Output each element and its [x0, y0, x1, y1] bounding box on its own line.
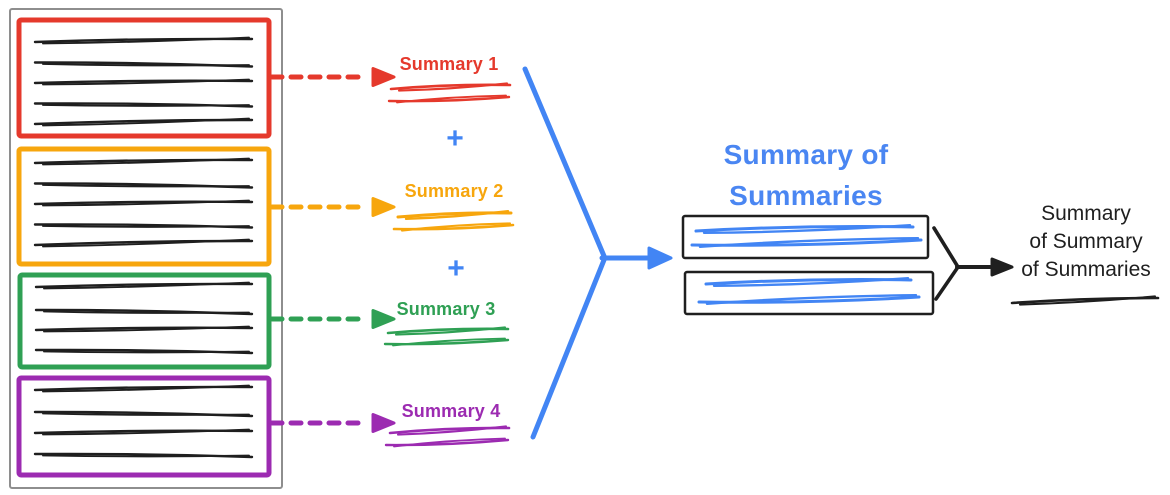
final-summary-title-line-2: of Summary — [1029, 230, 1143, 253]
summary-2-label: Summary 2 — [404, 181, 504, 201]
dashed-arrow-head-1 — [371, 67, 396, 87]
final-summary-title: Summary of Summary of Summaries — [996, 200, 1170, 284]
document-text-line — [43, 281, 250, 290]
documents-frame — [9, 8, 283, 489]
dashed-arrow-head-3 — [371, 309, 396, 329]
summary-2-scribble — [400, 222, 512, 232]
summary-of-summaries-title: Summary of Summaries — [686, 134, 926, 216]
merge-line-top — [522, 66, 607, 259]
document-text-line — [42, 454, 250, 458]
summary-1-scribble — [397, 82, 509, 92]
document-text-line — [42, 428, 250, 436]
final-summary-title-line-3: of Summaries — [1021, 258, 1151, 281]
document-box-3 — [17, 272, 272, 370]
final-bracket-bottom — [934, 265, 960, 301]
document-box-2 — [16, 146, 272, 267]
merge-arrow-head — [647, 246, 673, 270]
summary-3-scribble — [394, 326, 507, 336]
summary-of-summaries-title-line-1: Summary of — [723, 139, 889, 170]
summary-4-scribble — [396, 425, 508, 436]
summary-of-summaries-box-1 — [681, 214, 930, 260]
summary-box-2-line — [705, 294, 918, 305]
document-text-line — [42, 199, 250, 207]
final-bracket-top — [932, 226, 960, 269]
document-text-line — [42, 62, 250, 67]
summary-box-2-line — [712, 277, 910, 287]
summary-2-scribble — [404, 210, 510, 220]
document-text-line — [43, 350, 250, 354]
dashed-arrow-head-4 — [371, 413, 396, 433]
document-text-line — [42, 238, 250, 248]
document-text-line — [42, 412, 250, 416]
document-text-line — [42, 117, 250, 127]
document-text-line — [42, 384, 250, 393]
document-box-4 — [16, 375, 272, 478]
final-summary-scribble — [1018, 295, 1157, 306]
document-text-line — [42, 157, 250, 166]
summary-box-1-line — [702, 224, 912, 234]
merge-line-bottom — [530, 257, 607, 440]
summary-box-1-line — [698, 237, 920, 248]
document-text-line — [43, 325, 250, 333]
summary-4-scribble — [393, 437, 506, 448]
final-arrow-head — [990, 257, 1014, 277]
summary-1-scribble — [396, 94, 507, 104]
document-text-line — [43, 310, 250, 314]
summary-4-label: Summary 4 — [401, 401, 501, 421]
summary-3-scribble — [392, 337, 506, 347]
summary-of-summaries-title-line-2: Summaries — [729, 180, 883, 211]
document-box-1 — [16, 17, 272, 139]
document-text-line — [42, 103, 250, 107]
document-text-line — [42, 78, 250, 86]
dashed-arrow-head-2 — [371, 197, 396, 217]
plus-sign-2: + — [447, 252, 465, 285]
final-summary-title-line-1: Summary — [1041, 202, 1131, 225]
document-text-line — [42, 224, 250, 228]
document-text-line — [42, 36, 250, 45]
document-text-line — [42, 183, 250, 188]
summary-of-summaries-box-2 — [683, 270, 935, 316]
summary-3-label: Summary 3 — [396, 299, 496, 319]
plus-sign-1: + — [446, 122, 464, 155]
summary-1-label: Summary 1 — [399, 54, 499, 74]
